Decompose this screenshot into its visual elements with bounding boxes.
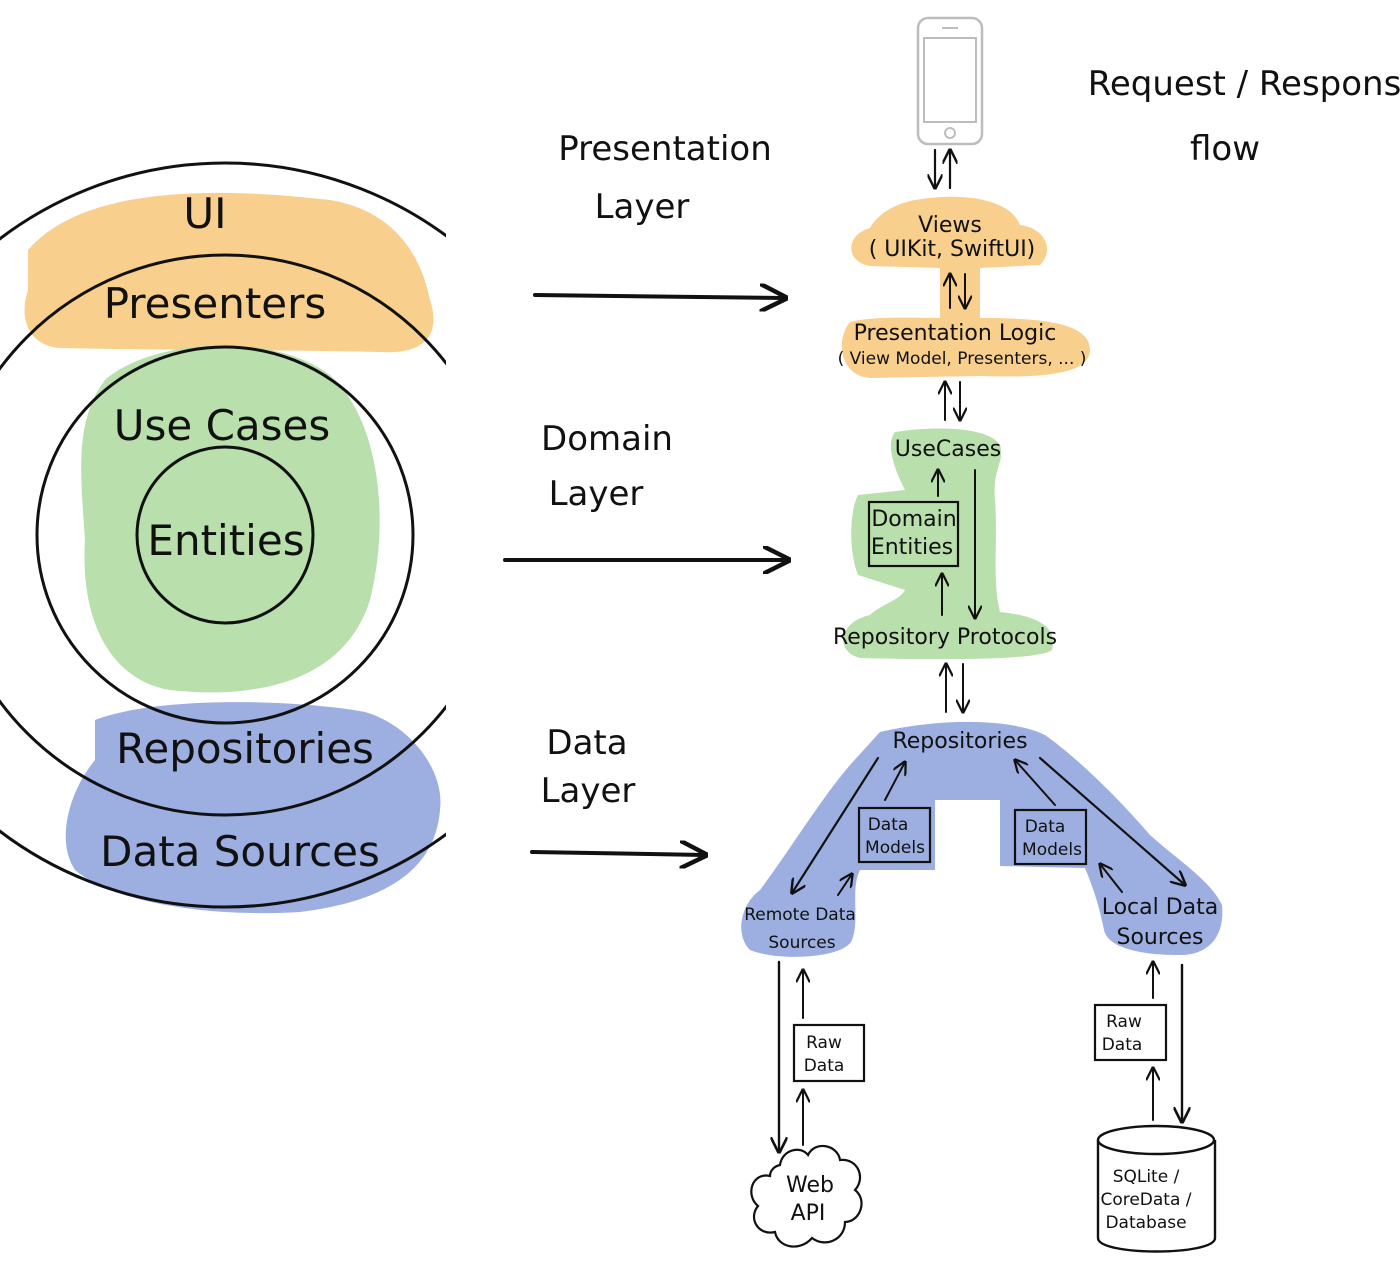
data-models-right-label-1: Data — [1025, 817, 1066, 837]
layer-label-domain-1: Domain — [541, 419, 673, 459]
web-api-label-1: Web — [786, 1173, 834, 1198]
ring-label-entities: Entities — [147, 516, 304, 565]
data-models-right-label-2: Models — [1022, 840, 1082, 860]
database-label-2: CoreData / — [1100, 1190, 1191, 1210]
presentation-highlight — [24, 192, 434, 353]
cloud-icon — [750, 1144, 863, 1248]
smartphone-icon — [916, 16, 984, 146]
flow-title-line-1: Request / Response — [1088, 64, 1400, 104]
database-label-1: SQLite / — [1113, 1167, 1180, 1187]
data-models-box-right — [1013, 808, 1088, 866]
domain-entities-label-1: Domain — [871, 507, 956, 532]
presentation-logic-sub-label: ( View Model, Presenters, ... ) — [838, 349, 1087, 369]
data-models-left-label-1: Data — [868, 815, 909, 835]
arrow-repos-to-remote — [792, 756, 880, 893]
layer-label-presentation-1: Presentation — [558, 129, 772, 169]
presenters-ring — [0, 253, 446, 817]
remote-sources-label-1: Remote Data — [744, 905, 856, 925]
ring-label-repositories: Repositories — [116, 724, 374, 773]
views-label: Views — [918, 213, 982, 238]
ring-label-use-cases: Use Cases — [114, 401, 330, 450]
flow-title-line-2: flow — [1190, 129, 1260, 169]
local-sources-label-2: Sources — [1116, 925, 1203, 950]
layer-label-data-1: Data — [546, 723, 627, 763]
data-highlight — [65, 702, 441, 914]
layer-label-presentation-2: Layer — [595, 187, 690, 227]
arrow-local-to-models — [1100, 864, 1123, 893]
raw-data-left-label-1: Raw — [806, 1033, 842, 1053]
web-api-label-2: API — [791, 1201, 826, 1226]
domain-flow-highlight — [843, 428, 1054, 660]
raw-data-box-left — [792, 1023, 866, 1083]
domain-highlight — [81, 345, 380, 693]
ring-label-data-sources: Data Sources — [100, 827, 380, 876]
domain-entities-label-2: Entities — [871, 535, 953, 560]
layer-label-data-2: Layer — [541, 771, 636, 811]
local-sources-label-1: Local Data — [1102, 895, 1219, 920]
domain-entities-box — [867, 500, 960, 568]
ring-label-ui: UI — [183, 189, 226, 238]
views-sub-label: ( UIKit, SwiftUI) — [869, 237, 1036, 262]
arrow-right-models-to-repos — [1015, 760, 1056, 806]
arrow-repos-to-local — [1038, 756, 1185, 885]
remote-sources-label-2: Sources — [768, 933, 835, 953]
entities-ring — [135, 445, 315, 625]
arrow-remote-models-to-repos — [884, 762, 905, 801]
raw-data-right-label-1: Raw — [1106, 1012, 1142, 1032]
ring-label-presenters: Presenters — [104, 279, 327, 328]
use-cases-flow-label: UseCases — [895, 437, 1001, 462]
data-flow-highlight — [741, 721, 1223, 957]
flow-title: Request / Response flow — [1088, 64, 1400, 169]
use-cases-ring — [35, 345, 415, 725]
data-models-box-left — [857, 806, 932, 864]
presentation-arrow — [533, 295, 785, 298]
data-models-left-label-2: Models — [865, 838, 925, 858]
database-cylinder-icon — [1096, 1124, 1217, 1253]
database-label-3: Database — [1105, 1213, 1186, 1233]
repositories-flow-label: Repositories — [892, 729, 1027, 754]
layer-label-domain-2: Layer — [549, 474, 644, 514]
presentation-logic-label: Presentation Logic — [854, 321, 1057, 346]
raw-data-box-right — [1093, 1003, 1168, 1062]
onion-rings: UI Presenters Use Cases Entities Reposit… — [0, 161, 446, 914]
repository-protocols-label: Repository Protocols — [833, 625, 1057, 650]
arrow-remote-to-models — [837, 874, 852, 896]
raw-data-left-label-2: Data — [804, 1056, 845, 1076]
data-arrow — [530, 852, 705, 855]
raw-data-right-label-2: Data — [1102, 1035, 1143, 1055]
outer-ring — [0, 161, 446, 909]
layer-labels: Presentation Layer Domain Layer Data Lay… — [503, 129, 788, 855]
